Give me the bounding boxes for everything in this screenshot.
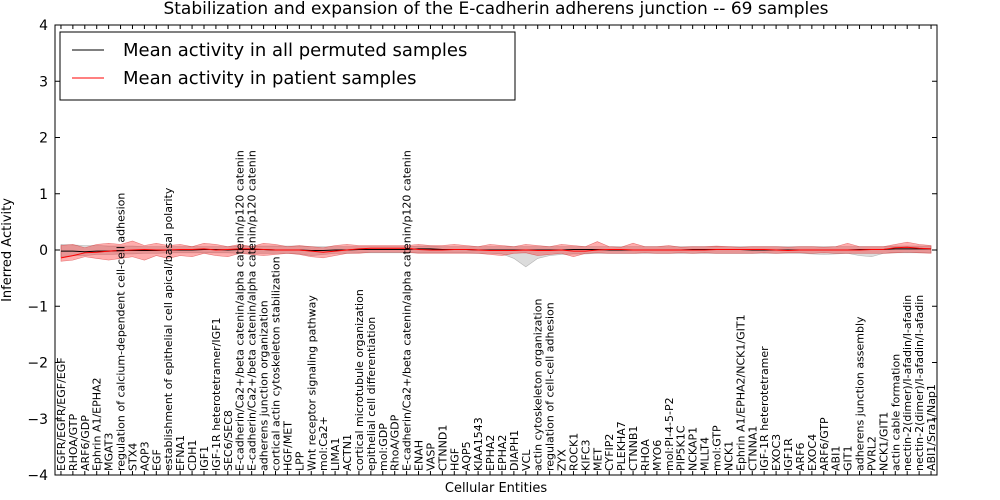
series-lines [60,246,932,259]
x-tick-label: ENAH [413,440,426,471]
x-tick-label: ARF6/GTP [818,417,831,471]
x-tick-label: ZYX [556,449,569,471]
chart-title: Stabilization and expansion of the E-cad… [163,0,828,19]
x-tick-label: CYFIP2 [603,434,616,471]
y-tick-label: 4 [39,18,48,34]
y-tick-label: −4 [27,468,48,484]
y-axis: −4 −3 −2 −1 0 1 2 3 4 [27,18,937,484]
x-tick-label: Ephrin A1/EPHA2 [91,377,104,471]
x-tick-label: NCKAP1 [687,427,700,471]
x-tick-label: cortical microtubule organization [353,289,366,471]
x-tick-label: EGFR/EGFR/EGF/EGF [55,357,68,471]
x-tick-label: EPHA2 [496,435,509,471]
x-tick-label: mol:Ca2+ [317,416,330,471]
x-tick-label: IGF-1R heterotetramer [758,346,771,471]
x-tick-label: ABI1/Sra1/Nap1 [925,384,938,471]
x-tick-label: DIAPH1 [508,430,521,471]
x-tick-label: RHOA/GTP [67,414,80,471]
x-tick-label: mol:GTP [711,425,724,471]
x-tick-label: EGF [150,449,163,471]
y-tick-label: −2 [27,356,48,372]
x-tick-label: ROCK1 [567,433,580,471]
x-ticks [60,25,932,475]
x-tick-label: HGF [448,448,461,471]
x-tick-label: HGF/MET [281,421,294,471]
y-tick-label: 2 [39,131,48,147]
x-tick-label: MET [591,448,604,471]
x-tick-label: GIT1 [842,446,855,472]
confidence-bands [60,240,932,268]
x-tick-label: ABI1 [830,446,843,471]
x-tick-label: nectin-2(dimer)/I-afadin/I-afadin [913,295,926,471]
x-tick-label: AQP5 [460,441,473,471]
x-tick-label: KIFC3 [579,440,592,471]
x-tick-label: NCK1/GIT1 [877,412,890,471]
x-tick-label: IGF1 [198,446,211,471]
x-tick-label: epithelial cell differentiation [365,317,378,471]
x-tick-label: mol:PI-4-5-P2 [663,397,676,471]
x-tick-label: EFNA1 [174,435,187,471]
x-tick-label: KIAA1543 [472,417,485,471]
x-tick-label: establishment of epithelial cell apical/… [162,187,175,471]
legend: Mean activity in all permuted samplesMea… [59,31,516,101]
x-tick-label: Wnt receptor signaling pathway [305,295,318,471]
x-tick-label: CTNND1 [436,425,449,471]
x-tick-label: MLLT4 [699,437,712,471]
x-tick-label: Ephrin A1/EPHA2/NCK1/GIT1 [734,314,747,471]
x-tick-label: EPHA2 [484,435,497,471]
x-tick-label: IGF1R [782,438,795,471]
x-tick-label: nectin-2(dimer)/I-afadin/I-afadin [901,295,914,471]
legend-box [59,31,516,101]
x-tick-label: MYO6 [651,440,664,471]
x-tick-label: cortical actin cytoskeleton stabilizatio… [270,256,283,471]
x-tick-label: regulation of calcium-dependent cell-cel… [115,193,128,471]
x-tick-label: ACTN1 [341,434,354,471]
y-tick-label: −1 [27,299,48,315]
y-axis-label: Inferred Activity [0,198,15,302]
x-tick-label: E-cadherin/Ca2+/beta catenin/alpha caten… [246,150,259,471]
x-tick-label: IGF-1R heterotetramer/IGF1 [210,318,223,472]
x-tick-label: EXOC3 [770,434,783,471]
x-tick-label: actin cable formation [889,354,902,471]
x-tick-label: CTNNB1 [627,426,640,471]
line-series-1 [60,246,932,259]
x-tick-label: mol:GDP [377,423,390,471]
x-tick-label: RHOA [639,439,652,471]
x-tick-label: adherens junction organization [258,300,271,471]
x-tick-label: PLEKHA7 [615,421,628,471]
legend-label: Mean activity in all permuted samples [123,40,467,61]
legend-label: Mean activity in patient samples [123,68,417,89]
x-tick-label: actin cytoskeleton organization [532,299,545,471]
x-tick-label: EXOC4 [806,434,819,471]
x-tick-label: SEC6/SEC8 [222,410,235,471]
band-series-1 [60,240,932,262]
x-tick-label: LPP [293,451,306,471]
y-tick-label: 0 [39,243,48,259]
y-tick-label: 3 [39,74,48,90]
x-axis-label: Cellular Entities [445,481,547,496]
x-tick-label: CDH1 [186,440,199,471]
x-tick-label: CTNNA1 [746,426,759,471]
x-tick-label: LIMA1 [329,438,342,471]
x-tick-label: regulation of cell-cell adhesion [544,302,557,471]
x-tick-label: E-cadherin/Ca2+/beta catenin/alpha caten… [234,150,247,471]
x-tick-label: adherens junction assembly [854,316,867,471]
x-tick-label: MGAT3 [103,433,116,471]
x-tick-label: VCL [520,449,533,471]
x-tick-label: ARF6 [794,443,807,472]
x-tick-label: STX4 [126,443,139,471]
x-tick-label: VASP [424,443,437,471]
x-tick-label: RhoA/GDP [389,414,402,471]
x-tick-label: ARF6/GDP [79,415,92,471]
x-tick-labels: EGFR/EGFR/EGF/EGFRHOA/GTPARF6/GDPEphrin … [55,150,938,471]
y-tick-label: 1 [39,187,48,203]
x-tick-label: PIP5K1C [675,425,688,471]
x-tick-label: E-cadherin/Ca2+/beta catenin/alpha caten… [401,150,414,471]
x-tick-label: AQP3 [138,441,151,471]
x-tick-label: NCK1 [722,441,735,471]
y-tick-label: −3 [27,412,48,428]
x-tick-label: PVRL2 [865,436,878,471]
